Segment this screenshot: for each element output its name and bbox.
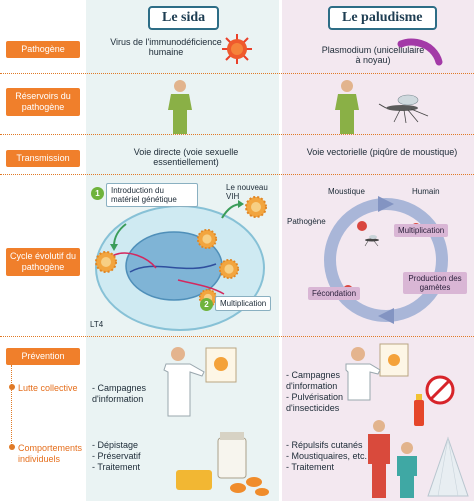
list-item: Campagnes d'information — [286, 370, 378, 392]
list-item: Moustiquaires, etc. — [286, 451, 370, 462]
sida-step2-label: Multiplication — [215, 296, 272, 311]
sida-pathogene-text: Virus de l'immunodéficience humaine — [110, 37, 222, 57]
virus-icon — [245, 196, 267, 218]
palu-humain-label: Humain — [412, 187, 440, 196]
row-label-cycle: Cycle évolutif du pathogène — [6, 248, 80, 276]
mosquito-net-icon — [427, 436, 469, 497]
row-label-pathogene: Pathogène — [6, 41, 80, 58]
list-item: Dépistage — [92, 440, 172, 451]
row-separator — [0, 73, 474, 74]
sida-transmission-text: Voie directe (voie sexuelle essentiellem… — [133, 147, 239, 167]
prevention-connector — [11, 365, 12, 445]
step-number: 2 — [200, 298, 213, 311]
palu-moustique-label: Moustique — [328, 187, 365, 196]
sida-title: Le sida — [148, 6, 220, 30]
palu-cycle-arrows — [324, 196, 448, 324]
paludisme-title: Le paludisme — [328, 6, 437, 30]
row-separator — [0, 134, 474, 135]
virus-icon — [222, 34, 252, 64]
palu-transmission-text: Voie vectorielle (piqûre de moustique) — [306, 147, 458, 157]
row-label-reservoirs: Réservoirs du pathogène — [6, 88, 80, 116]
palu-lutte-list: Campagnes d'information Pulvérisation d'… — [286, 370, 378, 414]
list-item: Traitement — [92, 462, 172, 473]
person-icon — [168, 80, 192, 134]
palu-multiplication-label: Multiplication — [394, 224, 449, 237]
row-label-transmission: Transmission — [6, 150, 80, 167]
palu-fecondation-label: Fécondation — [308, 287, 361, 300]
lt4-label: LT4 — [90, 320, 104, 329]
sida-step1-label: Introduction du matériel génétique — [106, 183, 198, 207]
person-icon — [368, 420, 390, 498]
list-item: Préservatif — [92, 451, 172, 462]
person-icon — [397, 442, 417, 498]
virus-icon — [218, 258, 240, 280]
mosquito-icon — [378, 94, 429, 124]
palu-pathogene-text: Plasmodium (unicellulaire à noyau) — [321, 45, 425, 65]
connector-dot — [9, 444, 15, 450]
sida-comportements-list: Dépistage Préservatif Traitement — [92, 440, 172, 473]
sida-nouveau-label: Le nouveau VIH — [226, 183, 268, 201]
row-separator — [0, 336, 474, 337]
doctor-icon — [163, 347, 237, 417]
pills-icon — [176, 432, 269, 496]
sida-lutte-list: Campagnes d'information — [92, 383, 172, 405]
palu-comportements-list: Répulsifs cutanés Moustiquaires, etc. Tr… — [286, 440, 370, 473]
virus-icon — [95, 251, 117, 273]
person-icon — [335, 80, 359, 134]
list-item: Traitement — [286, 462, 370, 473]
list-item: Répulsifs cutanés — [286, 440, 370, 451]
no-mosquito-icon — [425, 375, 455, 405]
mosquito-icon — [364, 235, 379, 247]
virus-icon — [196, 228, 218, 250]
arrow-icon — [221, 200, 244, 219]
palu-pathogene-label: Pathogène — [287, 217, 326, 226]
connector-dot — [9, 384, 15, 390]
list-item: Campagnes d'information — [92, 383, 172, 405]
palu-production-label: Production des gamètes — [403, 272, 467, 294]
row-label-comportements: Comportements individuels — [18, 443, 83, 464]
plasmodium-icon — [397, 38, 443, 66]
step-number: 1 — [91, 187, 104, 200]
list-item: Pulvérisation d'insecticides — [286, 392, 378, 414]
arrow-icon — [110, 223, 127, 251]
row-label-prevention: Prévention — [6, 348, 80, 365]
row-separator — [0, 174, 474, 175]
insecticide-icon — [414, 394, 424, 426]
row-label-lutte: Lutte collective — [18, 383, 78, 393]
